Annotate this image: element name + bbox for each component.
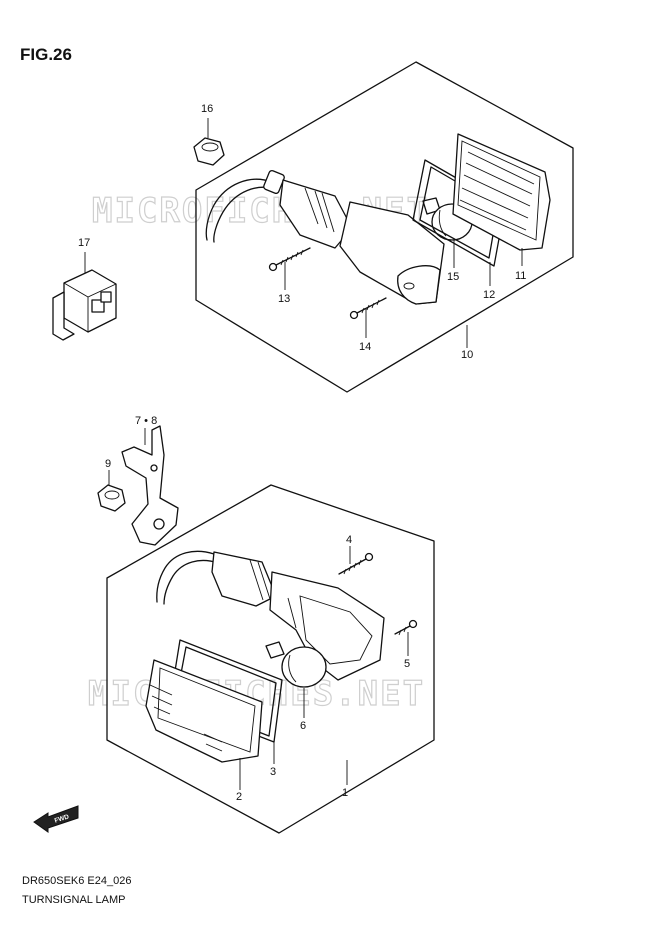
screw-14 <box>349 297 387 320</box>
lens-2 <box>145 659 263 763</box>
nut-9 <box>97 484 126 512</box>
lamp-housing-lower <box>211 551 385 681</box>
callout-10: 10 <box>461 349 473 361</box>
callout-17: 17 <box>78 237 90 249</box>
nut-16 <box>193 137 225 166</box>
lens-11 <box>452 133 551 251</box>
callout-3: 3 <box>270 766 276 778</box>
callout-labels: 1 2 3 4 5 6 7 • 8 9 10 11 12 13 14 15 16… <box>78 103 526 803</box>
bulb-6 <box>265 641 327 688</box>
leaders-lower <box>108 428 409 790</box>
callout-14: 14 <box>359 341 371 353</box>
assembly-1-box <box>106 484 435 834</box>
callout-7-8: 7 • 8 <box>135 415 157 427</box>
screw-13 <box>268 247 311 272</box>
fwd-label: FWD <box>54 813 71 824</box>
footer-code: DR650SEK6 E24_026 <box>22 875 131 887</box>
callout-6: 6 <box>300 720 306 732</box>
callout-16: 16 <box>201 103 213 115</box>
leaders-upper <box>84 118 523 348</box>
callout-15: 15 <box>447 271 459 283</box>
bracket-7-8 <box>121 425 179 546</box>
callout-5: 5 <box>404 658 410 670</box>
callout-1: 1 <box>342 787 348 799</box>
footer-name: TURNSIGNAL LAMP <box>22 894 126 906</box>
lamp-housing-upper <box>263 169 445 305</box>
screw-4 <box>338 552 374 575</box>
callout-2: 2 <box>236 791 242 803</box>
relay-17 <box>52 269 117 341</box>
lamp-wire-lower <box>156 550 219 605</box>
screw-5 <box>394 619 418 636</box>
callout-13: 13 <box>278 293 290 305</box>
callout-9: 9 <box>105 458 111 470</box>
fwd-arrow-icon: FWD <box>33 805 79 833</box>
callout-12: 12 <box>483 289 495 301</box>
callout-4: 4 <box>346 534 352 546</box>
assembly-10-box <box>195 61 574 393</box>
lamp-wire-upper <box>205 178 280 243</box>
callout-11: 11 <box>515 270 526 282</box>
figure-title: FIG.26 <box>20 45 72 64</box>
